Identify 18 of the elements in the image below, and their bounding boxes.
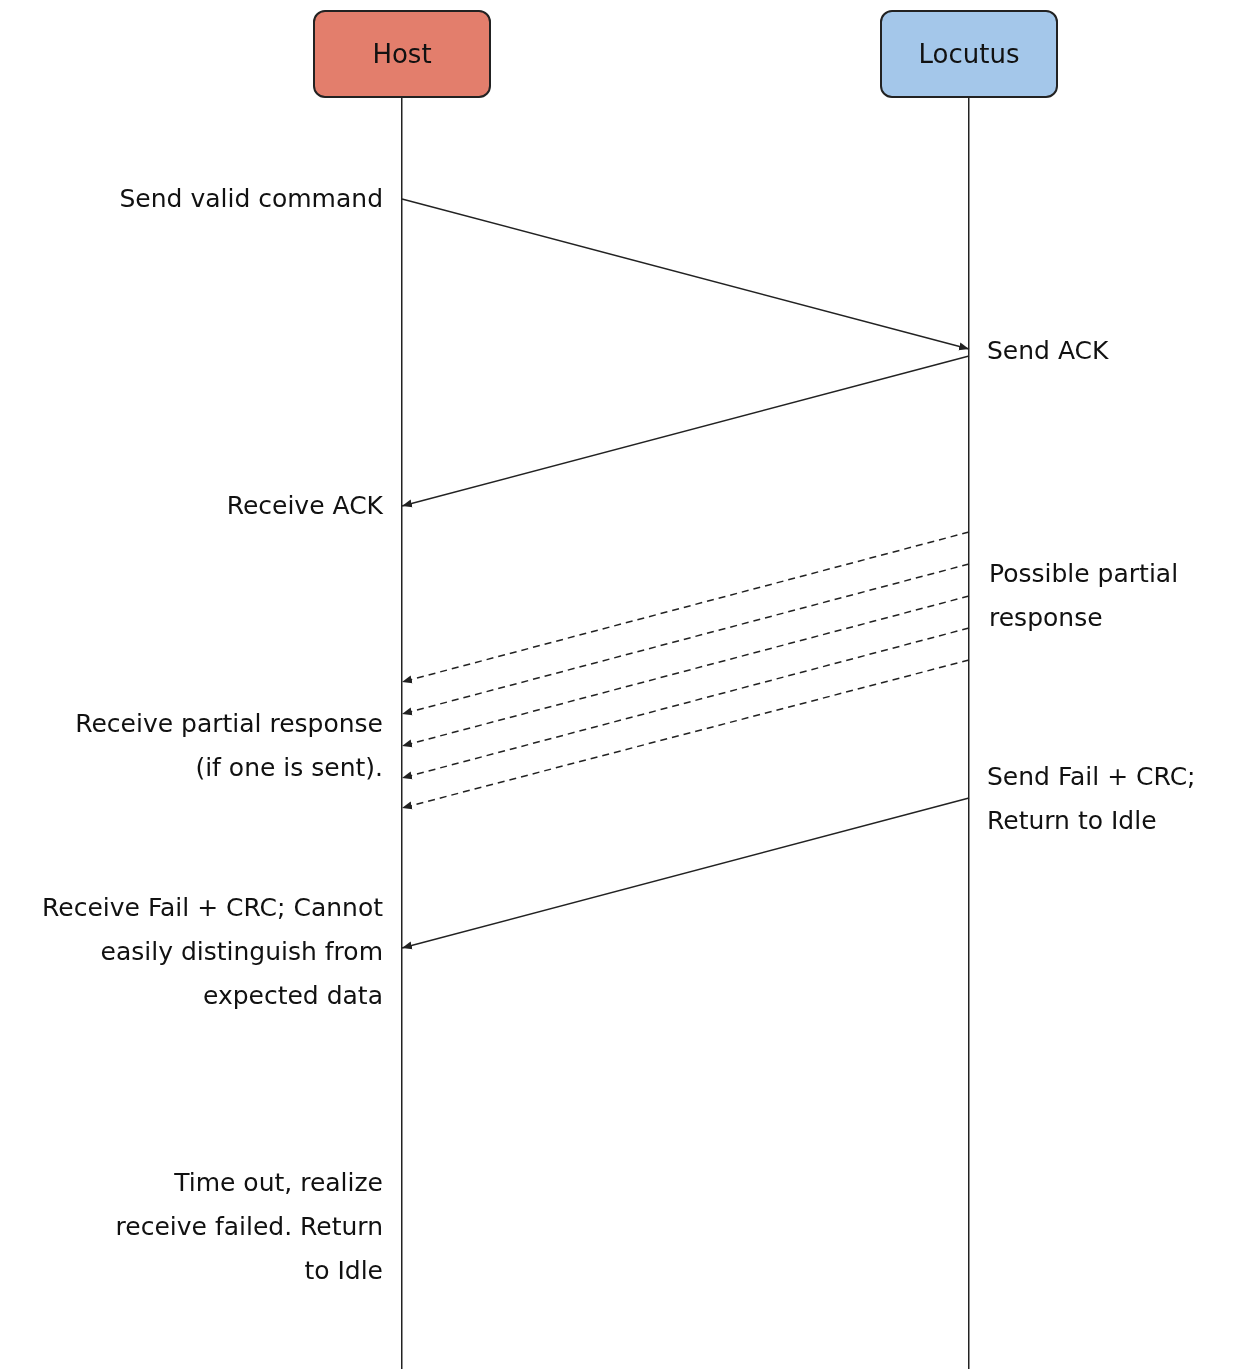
message-arrow bbox=[401, 531, 970, 684]
participant-box: Host bbox=[313, 10, 491, 98]
message-note: Receive Fail + CRC; Cannot easily distinguish from expected data bbox=[41, 892, 383, 1012]
message-note: Receive partial response (if one is sent). bbox=[74, 708, 383, 784]
participant-box: Locutus bbox=[880, 10, 1058, 98]
message-arrow bbox=[401, 627, 970, 780]
message-arrow bbox=[401, 797, 970, 950]
message-arrow bbox=[401, 595, 970, 748]
message-arrow bbox=[401, 198, 970, 351]
message-note: Possible partial response bbox=[989, 558, 1180, 634]
message-arrow bbox=[401, 563, 970, 716]
message-arrow bbox=[401, 659, 970, 810]
message-note: Send ACK bbox=[987, 335, 1110, 367]
message-note: Send valid command bbox=[118, 183, 383, 215]
message-note: Receive ACK bbox=[225, 490, 383, 522]
message-note: Send Fail + CRC; Return to Idle bbox=[987, 761, 1197, 837]
message-note: Time out, realize receive failed. Return to Idle bbox=[114, 1167, 383, 1287]
message-arrow bbox=[401, 355, 970, 508]
